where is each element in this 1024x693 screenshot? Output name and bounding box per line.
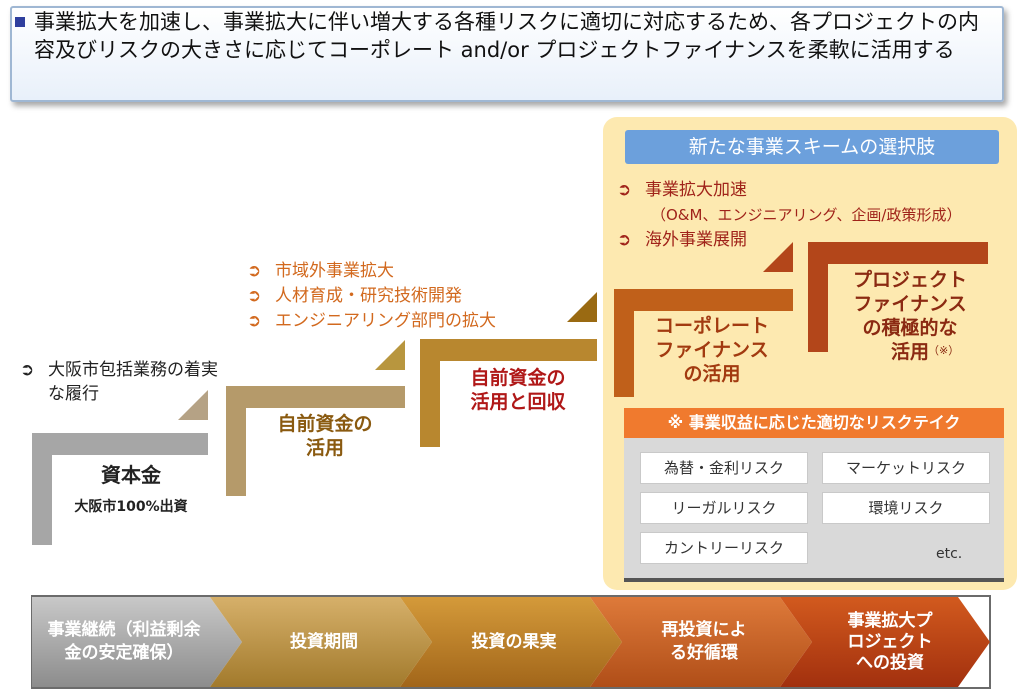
list-item-label: エンジニアリング部門の拡大 — [275, 311, 496, 331]
step-own-funds-shape — [226, 386, 405, 496]
list-item: ➲ 海外事業展開 — [617, 228, 961, 253]
arrow-bullet-icon: ➲ — [247, 261, 262, 281]
flow-chevron-3 — [400, 597, 622, 687]
step-project-finance-shape — [808, 242, 988, 352]
arrow-bullet-icon: ➲ — [617, 230, 632, 250]
step-own-funds-recovery-shape — [420, 339, 597, 447]
flow-label-1: 事業継続（利益剰余 金の安定確保） — [47, 620, 201, 663]
expansion-bullet-list: ➲ 市域外事業拡大 ➲ 人材育成・研究技術開発 ➲ エンジニアリング部門の拡大 — [247, 259, 496, 334]
list-item-label: 大阪市包括業務の着実な履行 — [48, 360, 218, 404]
step-corporate-finance-shape — [614, 289, 793, 397]
step-capital-sub: 大阪市100%出資 — [74, 499, 188, 515]
risk-etc-label: etc. — [936, 546, 963, 562]
header-bullet-marker — [15, 17, 25, 27]
step-corporate-finance-title: コーポレート ファイナンス の活用 — [654, 315, 769, 385]
step-own-funds-triangle — [375, 340, 405, 370]
risk-item: 為替・金利リスク — [640, 452, 808, 484]
list-item-label: 市域外事業拡大 — [275, 261, 394, 281]
flow-label-5: 事業拡大プ ロジェクト への投資 — [847, 610, 933, 673]
arrow-bullet-icon: ➲ — [20, 360, 35, 380]
flow-chevron-5 — [780, 597, 990, 687]
list-item-label: 人材育成・研究技術開発 — [275, 286, 462, 306]
flow-chevron-1 — [32, 597, 242, 687]
step-capital-triangle — [178, 390, 208, 420]
flow-chevron-2 — [210, 597, 432, 687]
new-scheme-title: 新たな事業スキームの選択肢 — [625, 130, 999, 164]
step-project-finance-note: （※） — [928, 344, 960, 357]
list-item: ➲ 人材育成・研究技術開発 — [247, 284, 496, 309]
header-text: 事業拡大を加速し、事業拡大に伴い増大する各種リスクに適切に対応するため、各プロジ… — [34, 10, 979, 62]
flow-chevron-4 — [590, 597, 812, 687]
risk-box: 為替・金利リスク マーケットリスク リーガルリスク 環境リスク カントリーリスク — [624, 438, 1004, 582]
list-item: ➲ エンジニアリング部門の拡大 — [247, 309, 496, 334]
list-item: ➲ 市域外事業拡大 — [247, 259, 496, 284]
list-item: ➲ 大阪市包括業務の着実な履行 — [20, 358, 218, 406]
flow-label-3: 投資の果実 — [471, 631, 557, 652]
list-item-label: 事業拡大加速 — [645, 180, 747, 200]
step-own-funds-recovery-title: 自前資金の 活用と回収 — [470, 367, 566, 413]
flow-label-2: 投資期間 — [290, 631, 358, 652]
flow-label-4: 再投資によ る好循環 — [661, 620, 747, 663]
arrow-bullet-icon: ➲ — [247, 286, 262, 306]
step-capital-shape — [32, 433, 208, 545]
arrow-bullet-icon: ➲ — [247, 311, 262, 331]
risk-item: カントリーリスク — [640, 532, 808, 564]
step-project-finance-title: プロジェクト ファイナンス の積極的な 活用 — [852, 269, 967, 363]
new-scheme-bullet-list: ➲ 事業拡大加速 （O&M、エンジニアリング、企画/政策形成） ➲ 海外事業展開 — [617, 178, 961, 253]
list-item-label: （O&M、エンジニアリング、企画/政策形成） — [651, 206, 962, 224]
step-capital-title: 資本金 — [101, 463, 161, 487]
arrow-bullet-icon: ➲ — [617, 180, 632, 200]
risk-item: マーケットリスク — [822, 452, 990, 484]
list-item-label: 海外事業展開 — [645, 230, 747, 250]
step-own-funds-title: 自前資金の 活用 — [277, 413, 373, 459]
step-own-funds-recovery-triangle — [567, 292, 597, 322]
risk-item: リーガルリスク — [640, 492, 808, 524]
risk-item: 環境リスク — [822, 492, 990, 524]
header-box — [10, 6, 1004, 102]
step-corporate-finance-triangle — [763, 242, 793, 272]
list-item: ➲ 事業拡大加速 — [617, 178, 961, 203]
risk-heading: ※ 事業収益に応じた適切なリスクテイク — [624, 408, 1004, 438]
list-item-sub: （O&M、エンジニアリング、企画/政策形成） — [617, 203, 961, 228]
osaka-bullet-list: ➲ 大阪市包括業務の着実な履行 — [20, 358, 218, 406]
